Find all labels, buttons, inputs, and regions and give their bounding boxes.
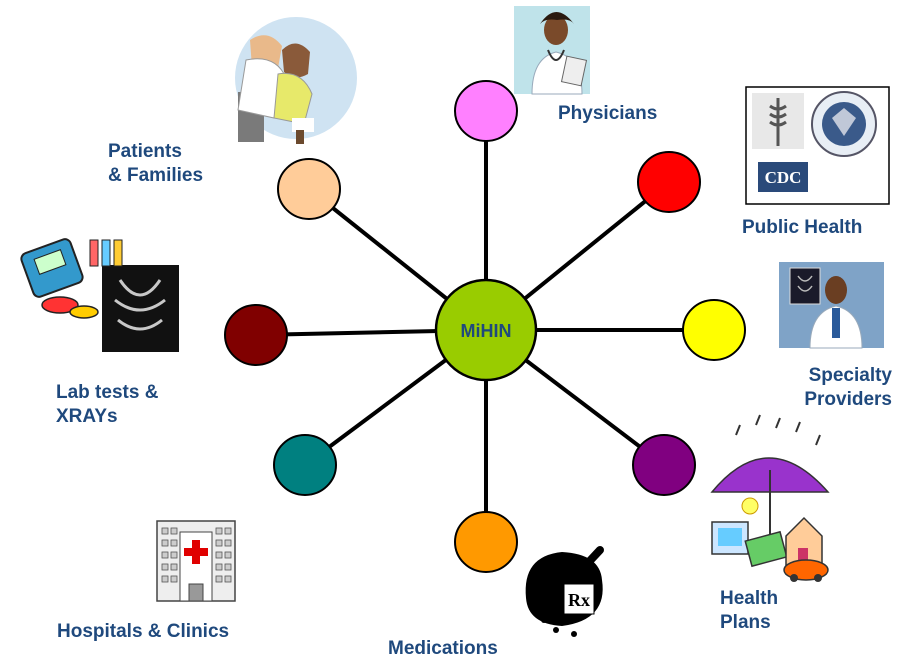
hub-label: MiHIN [461, 321, 512, 341]
label-public-health: Public Health [742, 216, 862, 240]
label-line: Health [720, 588, 779, 609]
cdc-text: CDC [765, 168, 802, 187]
node-medications [454, 511, 518, 573]
hospital-building-icon [156, 520, 236, 602]
node-physicians [454, 80, 518, 142]
cdc-seal-icon: CDC [745, 86, 890, 205]
label-line: XRAYs [56, 406, 118, 427]
label-line: Public Health [742, 217, 863, 238]
mihin-hub-circle [434, 278, 538, 382]
label-line: Hospitals & Clinics [57, 621, 230, 642]
label-hospitals-clinics: Hospitals & Clinics [57, 620, 229, 644]
label-lab-tests-xrays: Lab tests & XRAYs [56, 381, 158, 429]
node-public-health [637, 151, 701, 213]
node-patients-families [277, 158, 341, 220]
node-specialty-providers [682, 299, 746, 361]
label-line: Physicians [558, 103, 658, 124]
label-physicians: Physicians [558, 102, 657, 126]
label-line: Lab tests & [56, 382, 159, 403]
label-line: Patients [108, 141, 182, 162]
label-line: & Families [108, 165, 204, 186]
center-hub: MiHIN [434, 278, 538, 382]
node-lab-tests-xrays [224, 304, 288, 366]
label-line: Providers [804, 389, 892, 410]
node-hospitals-clinics [273, 434, 337, 496]
label-line: Specialty [808, 365, 892, 386]
label-medications: Medications [388, 637, 498, 661]
lab-xray-icon [20, 238, 179, 352]
physician-icon [514, 6, 590, 95]
patient-family-icon [235, 17, 357, 144]
label-line: Medications [388, 638, 498, 659]
doctor-xray-icon [779, 262, 884, 349]
rx-text: Rx [568, 590, 590, 610]
node-health-plans [632, 434, 696, 496]
label-line: Plans [720, 612, 771, 633]
mortar-pestle-rx-icon: Rx [525, 546, 604, 637]
umbrella-house-icon [710, 414, 830, 582]
label-patients-families: Patients & Families [108, 140, 203, 188]
node-circles [224, 80, 746, 573]
